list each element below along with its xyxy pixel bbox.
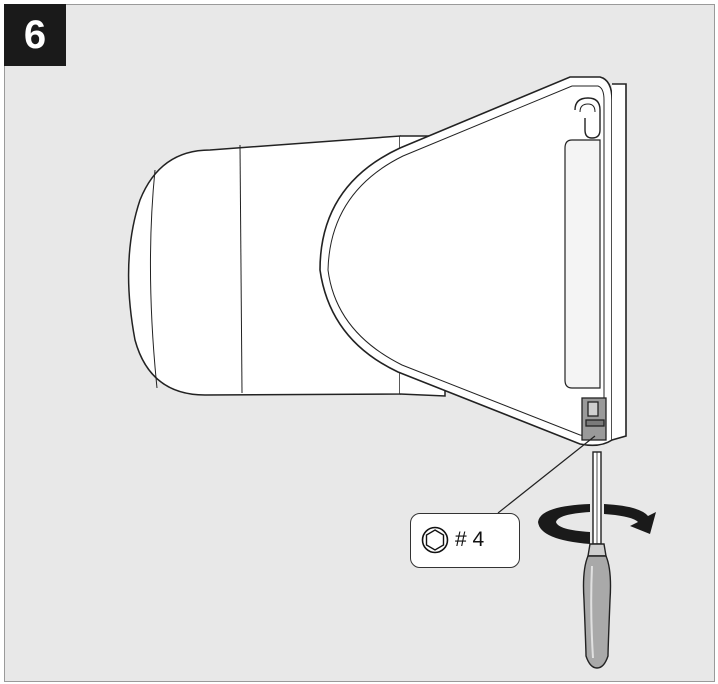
tool-size-callout: # 4 [410, 513, 520, 568]
hex-key-icon [421, 526, 449, 554]
rotate-arrow-icon [538, 504, 656, 544]
locking-screw-block [581, 397, 607, 441]
callout-leader [497, 435, 596, 514]
screwdriver-icon [582, 451, 612, 669]
step-number-badge: 6 [4, 4, 66, 66]
tool-size-label: # 4 [455, 528, 485, 551]
wall-bracket [319, 76, 627, 447]
